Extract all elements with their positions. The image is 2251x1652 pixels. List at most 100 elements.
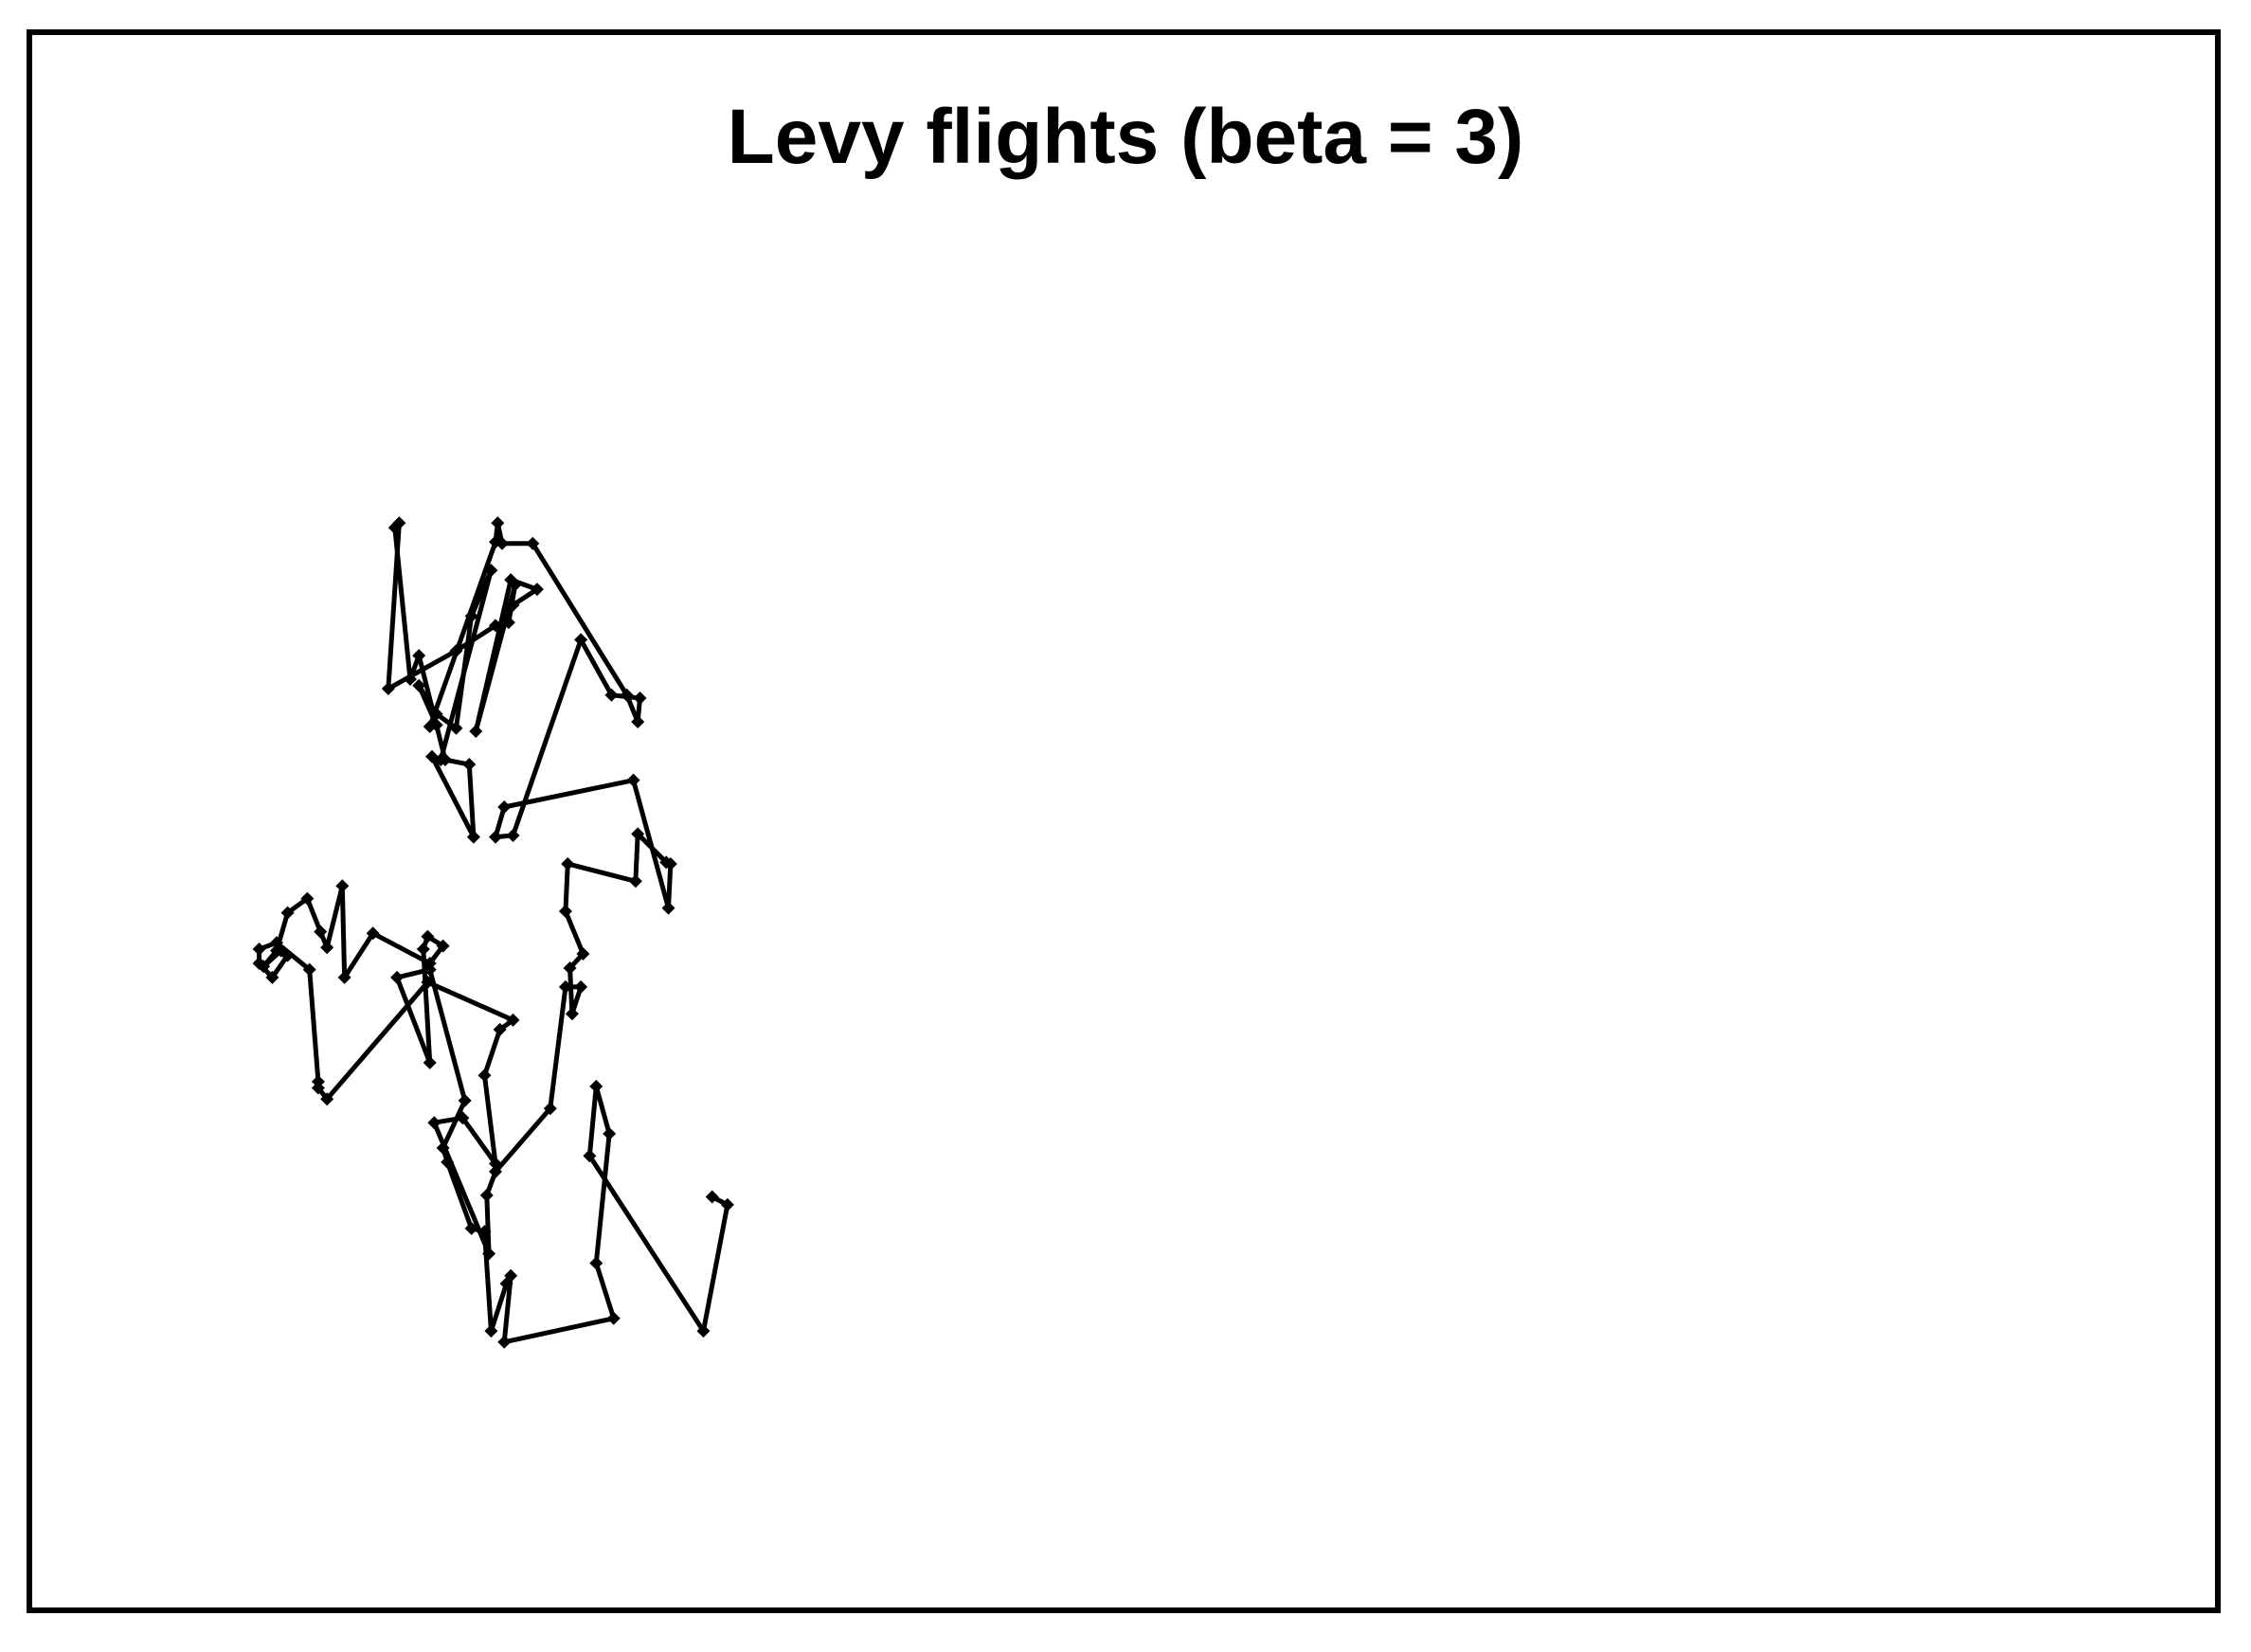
flight-point <box>252 956 266 970</box>
plot-frame <box>27 29 2221 1613</box>
flight-point <box>456 1111 470 1125</box>
flight-point <box>436 939 450 953</box>
flight-segment <box>424 979 516 1023</box>
flight-segment <box>421 946 433 1066</box>
flight-point <box>497 800 512 815</box>
flight-point <box>337 970 351 984</box>
chart-title: Levy flights (beta = 3) <box>728 94 1524 180</box>
flight-point <box>423 956 437 970</box>
flight-point <box>491 516 505 530</box>
flight-segment <box>427 967 468 1104</box>
flight-segment <box>427 539 498 729</box>
flight-point <box>558 904 572 918</box>
flight-point <box>589 1256 603 1270</box>
flight-segment <box>394 975 433 1066</box>
flight-point <box>489 1157 503 1171</box>
flight-segment <box>511 586 540 608</box>
flight-point <box>663 856 677 871</box>
flight-segment <box>429 754 477 840</box>
flight-path <box>257 520 730 1345</box>
flight-point <box>561 856 575 871</box>
flight-point <box>558 979 572 994</box>
flight-point <box>280 948 295 962</box>
flight-point <box>423 1055 437 1069</box>
flight-point <box>583 1149 597 1163</box>
flight-segment <box>700 1202 730 1334</box>
flight-segment <box>416 653 448 763</box>
flight-point <box>412 678 426 692</box>
flight-segment <box>339 883 348 980</box>
flight-point <box>464 1221 478 1235</box>
flight-point <box>506 828 520 842</box>
flight-point <box>626 773 640 787</box>
flight-segment <box>441 1098 468 1151</box>
flight-point <box>320 941 334 955</box>
flight-point <box>429 718 443 732</box>
flight-segment <box>453 622 498 654</box>
flight-point <box>574 633 588 647</box>
flight-segment <box>307 967 321 1085</box>
flight-point <box>574 979 588 994</box>
flight-segment <box>459 1115 498 1167</box>
flight-point <box>477 1068 492 1083</box>
flight-point <box>620 688 634 702</box>
flight-point <box>631 715 645 729</box>
flight-point <box>421 975 435 989</box>
flight-segment <box>370 930 433 966</box>
flight-point <box>705 1190 719 1204</box>
flight-point <box>300 891 315 906</box>
flight-segment <box>488 1281 510 1334</box>
flight-segment <box>530 541 630 698</box>
flight-point <box>403 673 417 687</box>
flight-segment <box>563 861 570 914</box>
flight-point <box>661 901 675 915</box>
flight-point <box>464 609 478 623</box>
flight-segment <box>493 1105 553 1175</box>
flight-point <box>489 1164 503 1178</box>
flight-point <box>603 1126 617 1140</box>
flight-point <box>270 936 284 950</box>
flight-segment <box>578 637 614 698</box>
flight-segment <box>593 1260 617 1321</box>
flight-point <box>484 1324 498 1338</box>
flight-point <box>482 1247 496 1261</box>
flight-segment <box>466 762 477 840</box>
flight-point <box>501 616 515 630</box>
flight-point <box>436 1140 450 1155</box>
flight-point <box>302 962 316 977</box>
flight-point <box>335 879 350 893</box>
flight-point <box>416 942 430 956</box>
flight-point <box>320 1092 334 1106</box>
flight-point <box>484 564 498 578</box>
flight-points <box>252 516 734 1349</box>
flight-point <box>412 649 426 663</box>
flight-point <box>631 827 645 841</box>
flight-segment <box>633 831 640 884</box>
flight-segment <box>386 648 459 691</box>
flight-point <box>628 874 642 889</box>
flight-point <box>477 1225 492 1239</box>
flight-segment <box>593 1084 612 1137</box>
flight-point <box>381 682 395 696</box>
flight-point <box>438 753 452 767</box>
flight-segment <box>586 1153 706 1334</box>
flight-segment <box>324 883 345 950</box>
flight-point <box>469 725 483 739</box>
flight-point <box>449 644 463 658</box>
flight-segment <box>565 861 639 884</box>
flight-point <box>311 1081 325 1095</box>
flight-segment <box>304 896 323 935</box>
flight-segment <box>501 1316 617 1345</box>
flight-point <box>252 942 266 956</box>
flight-segment <box>511 637 584 838</box>
flight-point <box>606 1311 621 1325</box>
flight-segment <box>324 979 430 1102</box>
flight-point <box>449 721 463 735</box>
flight-point <box>462 758 477 772</box>
flight-point <box>466 830 480 844</box>
flight-point <box>506 598 520 612</box>
flight-segment <box>342 930 376 980</box>
flight-segment <box>481 1072 498 1167</box>
flight-point <box>543 1102 557 1116</box>
